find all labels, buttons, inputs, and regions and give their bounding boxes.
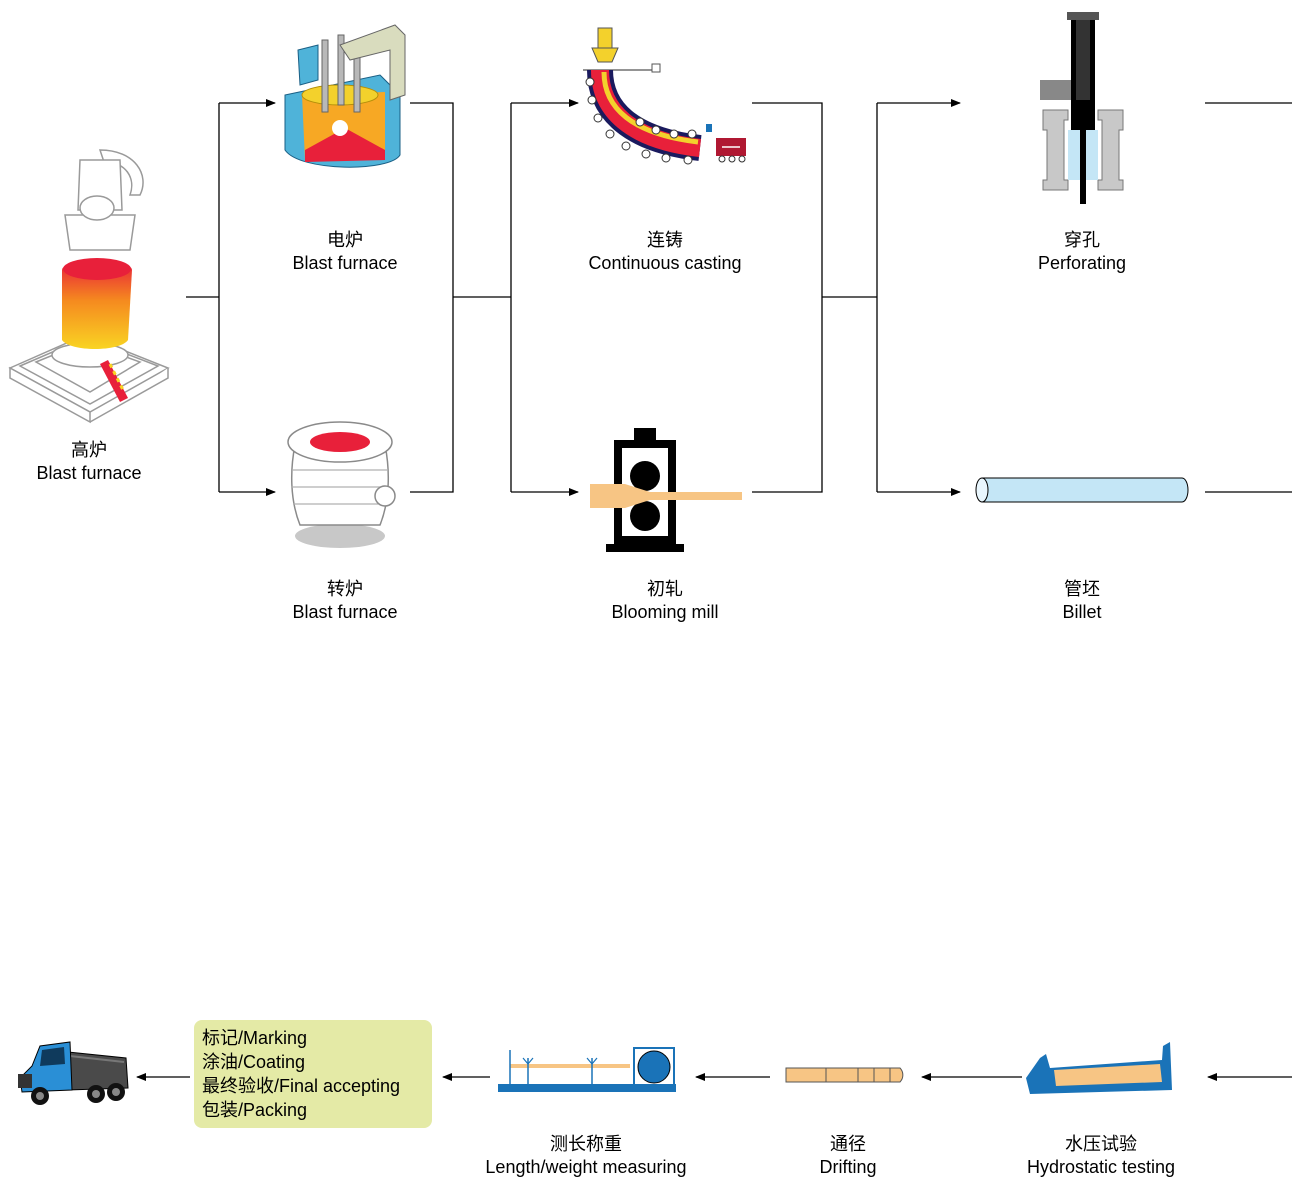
drifting-icon — [785, 1067, 904, 1083]
label-billet-en: Billet — [1062, 602, 1102, 622]
label-perforating: 穿孔 Perforating — [1012, 230, 1152, 274]
billet-icon — [975, 477, 1189, 503]
label-drifting: 通径 Drifting — [788, 1134, 908, 1178]
label-billet-zh: 管坯 — [1064, 579, 1100, 600]
label-converter-zh: 转炉 — [327, 579, 363, 600]
label-length-weight-en: Length/weight measuring — [485, 1157, 687, 1177]
label-blast-furnace-en: Blast furnace — [36, 463, 142, 483]
blooming-mill-icon — [590, 428, 742, 552]
label-electric-furnace-en: Blast furnace — [292, 253, 398, 273]
label-electric-furnace: 电炉 Blast furnace — [275, 230, 415, 274]
label-continuous-casting-zh: 连铸 — [647, 230, 683, 251]
final-step-coating: 涂油/Coating — [202, 1052, 306, 1072]
label-perforating-en: Perforating — [1037, 253, 1127, 273]
converter-icon — [287, 421, 396, 548]
connector-casting-merge — [752, 102, 878, 493]
label-length-weight: 测长称重 Length/weight measuring — [466, 1134, 706, 1178]
final-steps-box: 标记/Marking 涂油/Coating 最终验收/Final accepti… — [194, 1020, 432, 1128]
connector-furnaces-merge — [410, 102, 512, 493]
label-hydrostatic-en: Hydrostatic testing — [1026, 1157, 1176, 1177]
label-drifting-zh: 通径 — [830, 1134, 866, 1155]
label-drifting-en: Drifting — [819, 1157, 877, 1177]
label-blooming-mill: 初轧 Blooming mill — [585, 579, 745, 623]
label-perforating-zh: 穿孔 — [1064, 230, 1100, 251]
length-weight-icon — [498, 1047, 676, 1092]
final-step-final-accepting: 最终验收/Final accepting — [202, 1076, 401, 1096]
label-blast-furnace-zh: 高炉 — [71, 440, 107, 461]
final-step-packing: 包装/Packing — [202, 1100, 308, 1120]
final-step-marking: 标记/Marking — [202, 1028, 308, 1048]
label-blooming-mill-en: Blooming mill — [611, 602, 719, 622]
electric-furnace-icon — [284, 24, 406, 168]
label-converter-en: Blast furnace — [292, 602, 398, 622]
label-blooming-mill-zh: 初轧 — [647, 579, 683, 600]
label-billet: 管坯 Billet — [1022, 579, 1142, 623]
continuous-casting-icon — [583, 27, 746, 165]
label-hydrostatic: 水压试验 Hydrostatic testing — [1006, 1134, 1196, 1178]
blast-furnace-icon — [8, 149, 170, 424]
truck-icon — [18, 1041, 129, 1105]
flow-connectors — [136, 99, 1292, 1081]
label-length-weight-zh: 测长称重 — [550, 1134, 622, 1155]
connector-blast-to-furnaces — [186, 103, 220, 492]
label-continuous-casting-en: Continuous casting — [588, 253, 742, 273]
label-continuous-casting: 连铸 Continuous casting — [565, 230, 765, 274]
label-hydrostatic-zh: 水压试验 — [1065, 1134, 1137, 1155]
label-blast-furnace: 高炉 Blast furnace — [24, 440, 154, 484]
perforating-icon — [1040, 12, 1124, 204]
hydrostatic-testing-icon — [1026, 1042, 1172, 1094]
label-converter: 转炉 Blast furnace — [275, 579, 415, 623]
label-electric-furnace-zh: 电炉 — [327, 230, 363, 251]
